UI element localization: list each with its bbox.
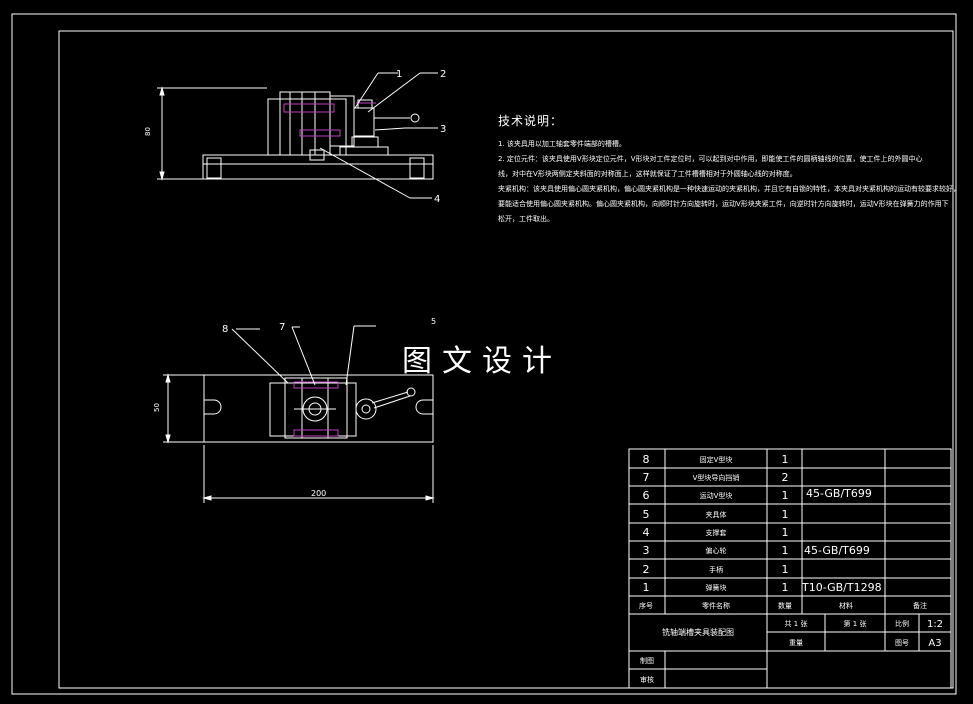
header-name: 零件名称 [702,601,730,610]
bom-qty: 2 [782,471,789,484]
inner-frame [58,30,954,689]
notes-line: 松开，工件取出。 [498,215,554,223]
front-view-magenta [283,102,376,137]
scale-label: 比例 [895,619,909,628]
dim-front-height: 80 [144,127,152,136]
bom-rows: 8 固定V型块 1 7 V型块导向挡销 2 6 运动V型块 1 45-GB/T6… [643,453,882,594]
bom-qty: 1 [782,508,789,521]
bom-name: 弹簧块 [706,583,727,592]
callout-8: 8 [222,324,228,335]
bom-no: 3 [643,544,650,557]
notes-line: 1. 该夹具用以加工轴套零件端部的槽槽。 [498,140,626,148]
notes-line: 要能适合使用偏心圆夹紧机构。偏心圆夹紧机构，向顺时针方向旋转时，运动V形块夹紧工… [498,200,949,208]
size-value: A3 [928,638,941,649]
title-block: 铣轴端槽夹具装配图 共 1 张 第 1 张 比例 1:2 重量 图号 A3 制图… [640,619,943,684]
bom-no: 7 [643,471,650,484]
bom-name: 固定V型块 [700,455,733,464]
bom-name: 运动V型块 [700,491,733,500]
bom-name: 支撑套 [706,528,727,537]
drawn-label: 制图 [640,656,654,665]
callout-2: 2 [440,69,446,80]
technical-notes: 技术说明： 1. 该夹具用以加工轴套零件端部的槽槽。 2. 定位元件：该夹具使用… [498,112,960,227]
callout-1: 1 [396,69,402,80]
callout-5: 5 [431,317,436,326]
bom-no: 8 [643,453,650,466]
notes-line: 2. 定位元件：该夹具使用V形块定位元件，V形块对工件定位时，可以起到对中作用，… [498,155,923,163]
dim-top-height: 50 [153,403,161,412]
bom-qty: 1 [782,526,789,539]
bom-qty: 1 [782,544,789,557]
bom-no: 1 [643,581,650,594]
bom-qty: 1 [782,581,789,594]
notes-line: 夹紧机构：该夹具使用偏心圆夹紧机构，偏心圆夹紧机构是一种快速运动的夹紧机构，并且… [498,185,960,193]
bom-material: T10-GB/T1298 [801,581,882,594]
front-view [157,86,434,181]
notes-title: 技术说明： [498,114,564,128]
bom-qty: 1 [782,563,789,576]
callout-3: 3 [440,124,446,135]
watermark-text: 图文设计 [402,344,562,379]
bom-no: 4 [643,526,650,539]
bom-no: 5 [643,508,650,521]
bom-name: 夹具体 [706,510,727,519]
outer-border [11,13,957,695]
bom-no: 2 [643,563,650,576]
bom-material: 45-GB/T699 [806,487,872,500]
bom-name: V型块导向挡销 [693,473,740,482]
bom-header: 序号 零件名称 数量 材料 备注 [639,601,927,610]
bom-qty: 1 [782,453,789,466]
callout-4: 4 [434,194,440,205]
front-leaders [319,72,438,199]
bom-material: 45-GB/T699 [804,544,870,557]
bom-qty: 1 [782,489,789,502]
sheet-total: 共 1 张 [785,619,808,628]
callout-7: 7 [279,322,285,333]
header-qty: 数量 [778,601,792,610]
bom-name: 偏心轮 [706,546,727,555]
top-view [163,373,435,503]
weight-label: 重量 [789,639,803,647]
scale-value: 1:2 [927,619,943,630]
bom-name: 手柄 [709,565,723,574]
notes-line: 线，对中在V形块两侧定夹斜面的对称面上，这样就保证了工件槽槽相对于外圆轴心线的对… [498,170,797,178]
header-remark: 备注 [913,601,927,610]
checked-label: 审核 [640,675,654,684]
top-leaders [231,325,376,386]
size-label: 图号 [895,639,909,647]
drawing-name: 铣轴端槽夹具装配图 [662,627,734,637]
header-no: 序号 [639,601,653,610]
header-material: 材料 [839,601,853,610]
bom-no: 6 [643,489,650,502]
dim-top-width: 200 [311,489,326,498]
bom-table-grid [628,448,952,689]
sheet-no: 第 1 张 [844,619,867,628]
top-view-magenta [293,381,339,437]
